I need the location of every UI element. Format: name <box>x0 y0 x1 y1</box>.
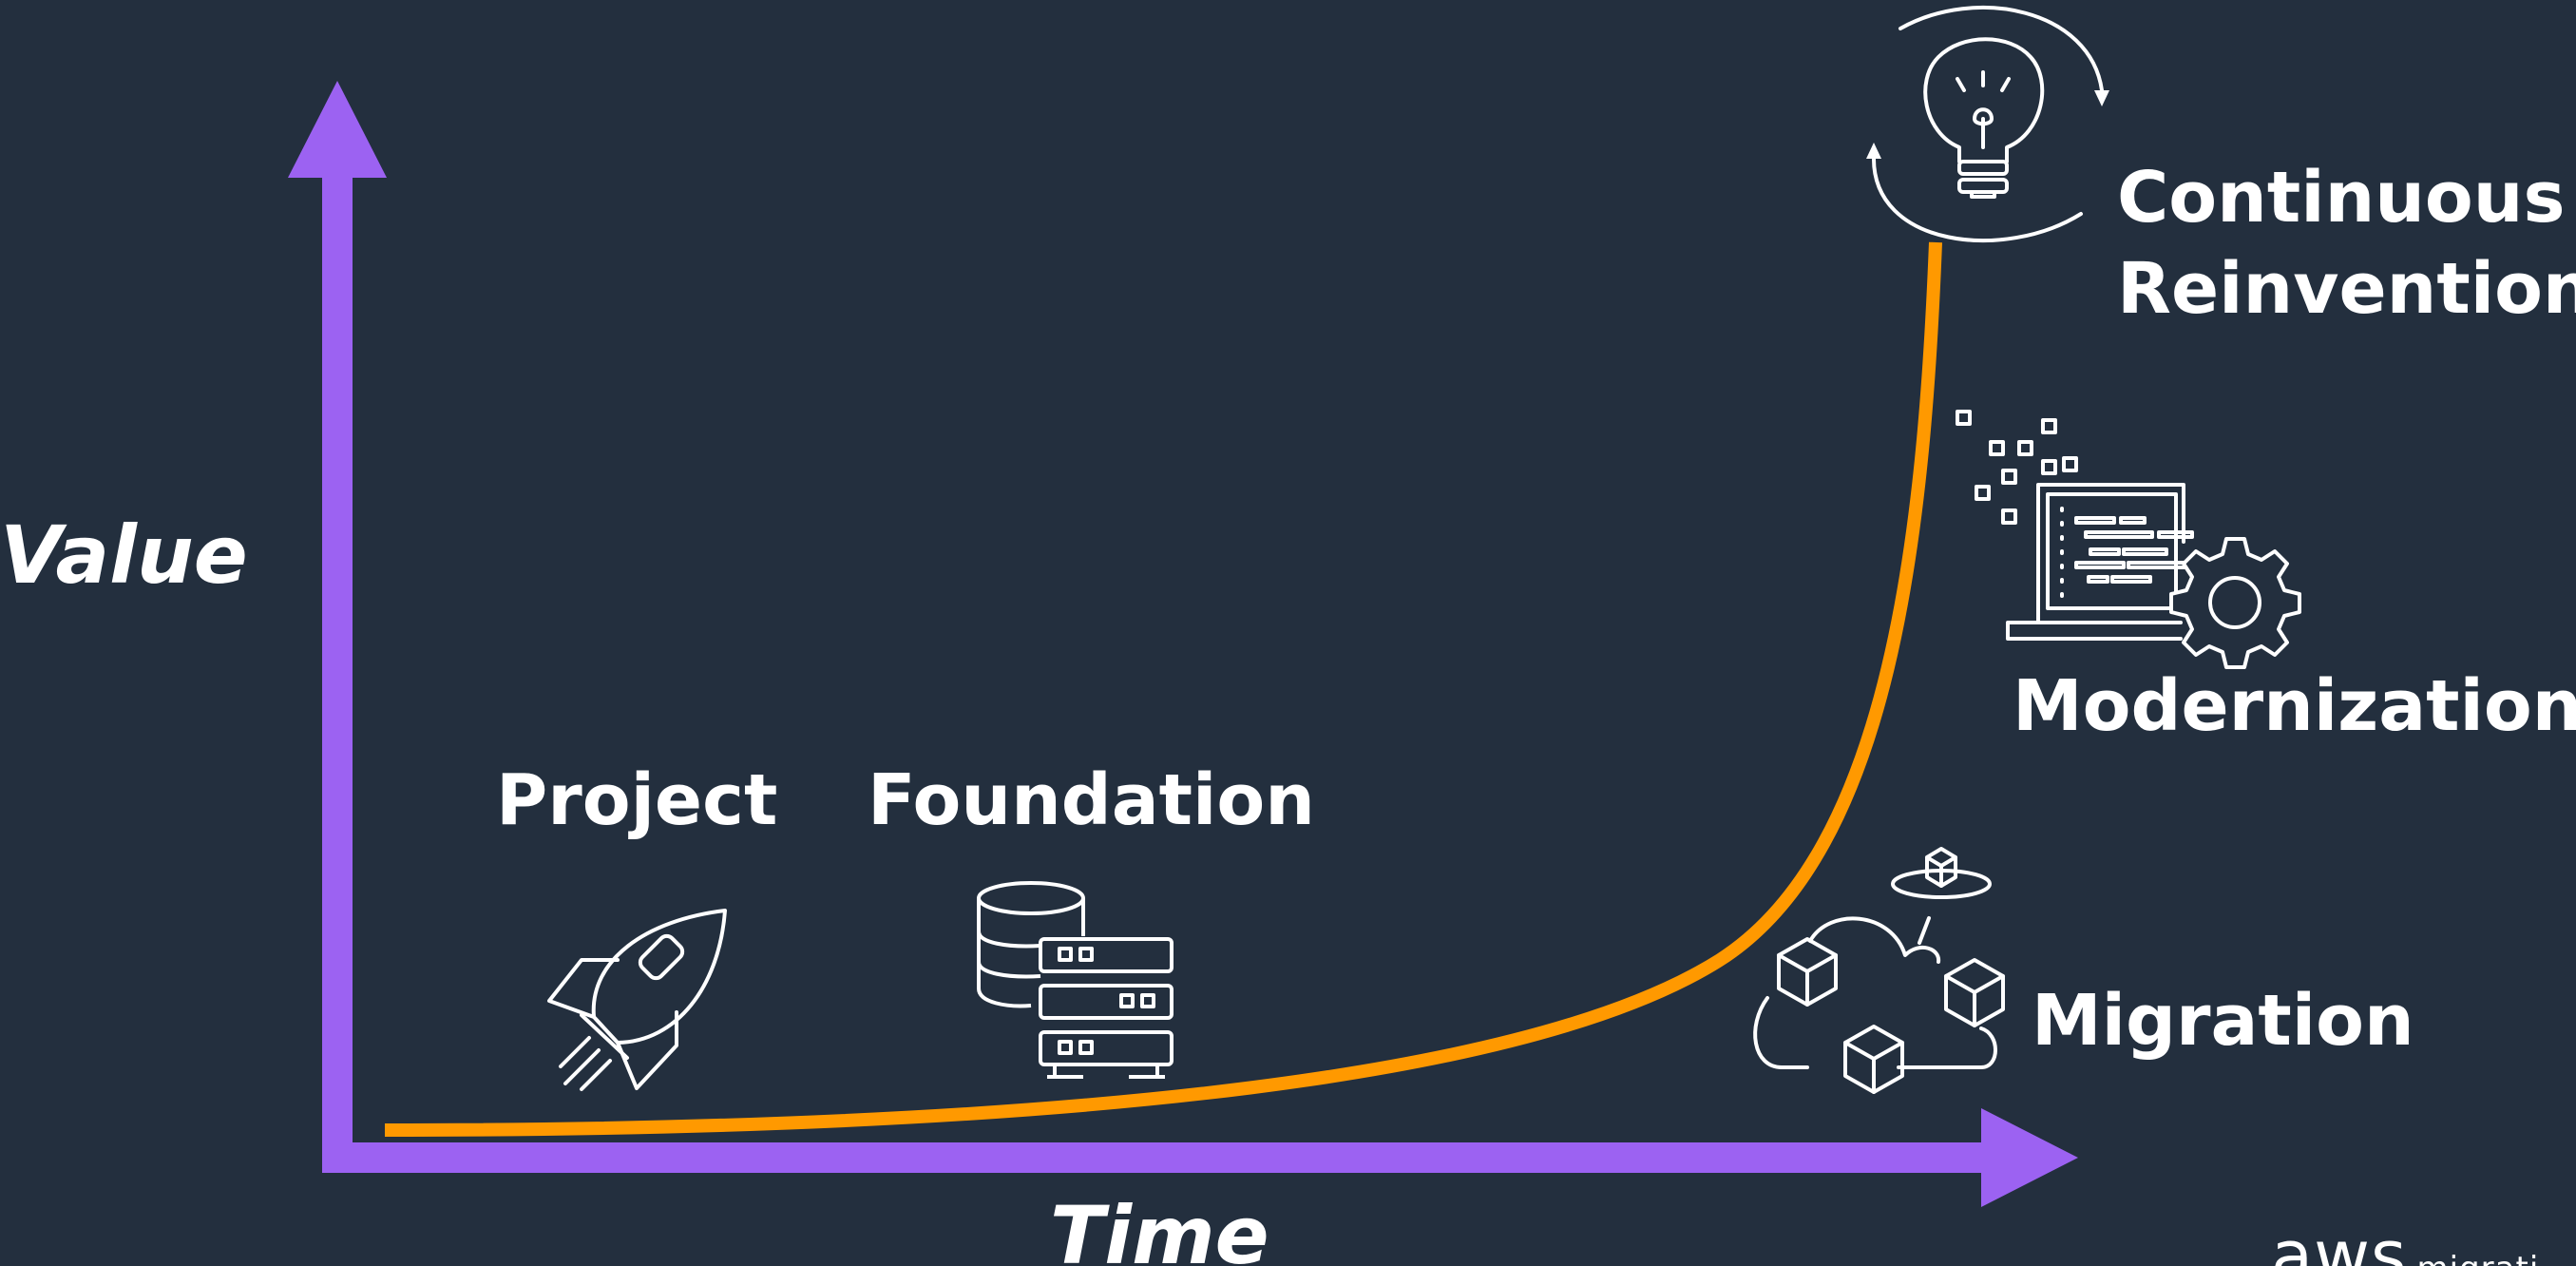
y-axis-arrowhead <box>288 81 387 178</box>
x-axis-label: Time <box>1050 1189 1269 1266</box>
cloud-cubes-icon <box>1753 847 2005 1094</box>
laptop-gear-icon <box>1956 410 2301 669</box>
growth-curve <box>384 241 1942 1137</box>
y-axis-label: Value <box>0 508 248 602</box>
stage-label-modernization: Modernization <box>2013 665 2576 747</box>
stage-label-line: Continuous <box>2117 157 2566 239</box>
rocket-icon <box>547 909 727 1091</box>
database-server-icon <box>977 881 1174 1079</box>
brand-logo-text: aws <box>2271 1216 2408 1266</box>
brand-sub-text: migrati <box>2417 1250 2540 1266</box>
stage-label-continuous-reinvention: Continuous Reinvention <box>2117 152 2576 335</box>
x-axis-arrowhead <box>1981 1108 2078 1207</box>
axes <box>288 81 2078 1207</box>
stage-label-line: Reinvention <box>2117 248 2576 331</box>
lightbulb-cycle-icon <box>1866 5 2109 243</box>
brand-logo: awsmigrati <box>2271 1221 2539 1266</box>
stage-label-migration: Migration <box>2032 980 2414 1062</box>
stage-label-foundation: Foundation <box>868 759 1315 841</box>
stage-label-project: Project <box>496 759 778 841</box>
